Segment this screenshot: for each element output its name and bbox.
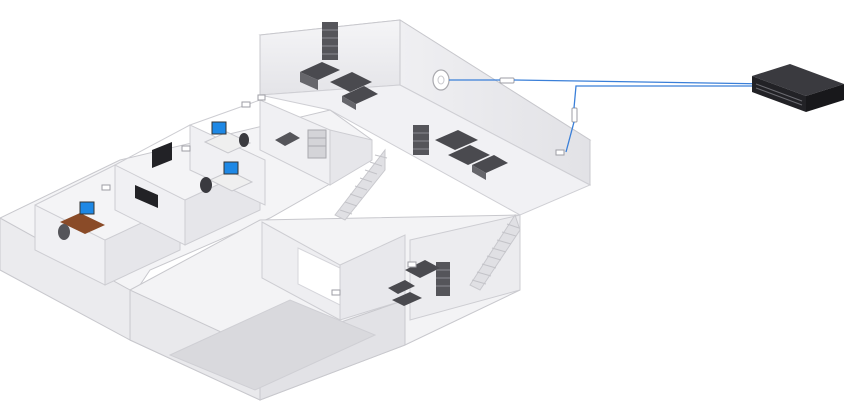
- desk-room2: [208, 170, 254, 192]
- tv-room1: [135, 185, 158, 208]
- rack-switch-icon: [752, 64, 844, 112]
- desk-icon: [200, 161, 254, 193]
- poe-injector-icon: [499, 77, 515, 84]
- sofa-mid-c: [472, 155, 508, 173]
- staircase-upper: [334, 148, 388, 221]
- ap-disc: [432, 69, 450, 91]
- shelf-mid: [413, 125, 429, 155]
- ground-dark-floor: [168, 299, 377, 391]
- sofa-mid-b: [448, 145, 490, 165]
- monitor-room1: [79, 201, 95, 215]
- switch-top: [752, 64, 844, 96]
- cable-camera-run: [573, 85, 770, 109]
- tv-room2: [152, 142, 172, 168]
- storage-table: [275, 132, 300, 146]
- ap-ring: [437, 75, 445, 85]
- sofa-top-c: [342, 86, 378, 104]
- network-cables: [449, 79, 771, 153]
- shelf-icon: [307, 129, 327, 159]
- stairs-lower-steps: [471, 223, 520, 285]
- sofa-icon: [300, 62, 378, 110]
- camera-icon: [257, 94, 266, 101]
- monitor-room3: [211, 121, 227, 135]
- switch-front: [752, 76, 806, 112]
- camera-icon: [555, 149, 565, 156]
- camera-icon: [241, 101, 251, 108]
- access-point-icon: [432, 69, 450, 91]
- desk-room3: [203, 131, 252, 154]
- cable-injector-to-switch: [513, 79, 771, 85]
- camera-icon: [331, 289, 341, 296]
- switch-ports: [755, 83, 803, 106]
- cable-to-camera: [565, 121, 575, 153]
- shelf-icon: [413, 125, 429, 155]
- sofa-top-b: [330, 72, 372, 92]
- interior-line-1: [34, 164, 116, 206]
- shelf-icon: [322, 22, 338, 60]
- sofa-low-a: [405, 260, 440, 278]
- chair-room1: [58, 224, 70, 240]
- sofa-icon: [388, 260, 440, 306]
- sofa-top-a: [300, 62, 340, 80]
- stairs-upper-steps: [339, 154, 388, 215]
- sofa-icon: [435, 130, 508, 180]
- camera-icon: [181, 145, 191, 152]
- shelf-storage: [307, 129, 327, 159]
- shelf-icon: [436, 262, 450, 296]
- switch-side: [806, 84, 844, 112]
- camera-icon: [407, 261, 417, 268]
- shelf-top: [322, 22, 338, 60]
- desk-room1: [60, 213, 105, 234]
- desk-icon: [58, 201, 105, 240]
- monitor-room2: [223, 161, 239, 175]
- camera-icon: [101, 184, 111, 191]
- sofa-low-c: [392, 292, 422, 306]
- desk-icon: [275, 132, 300, 146]
- sofa-mid-a: [435, 130, 478, 150]
- poe-injector-icon: [571, 107, 578, 123]
- desk-icon: [203, 121, 252, 154]
- tv-icon: [135, 142, 172, 208]
- chair-room3: [239, 133, 249, 147]
- staircase-lower: [469, 213, 521, 291]
- chair-room2: [200, 177, 212, 193]
- interior-line-2: [114, 124, 191, 166]
- room4-side-wall: [329, 129, 373, 186]
- sofa-low-b: [388, 280, 415, 294]
